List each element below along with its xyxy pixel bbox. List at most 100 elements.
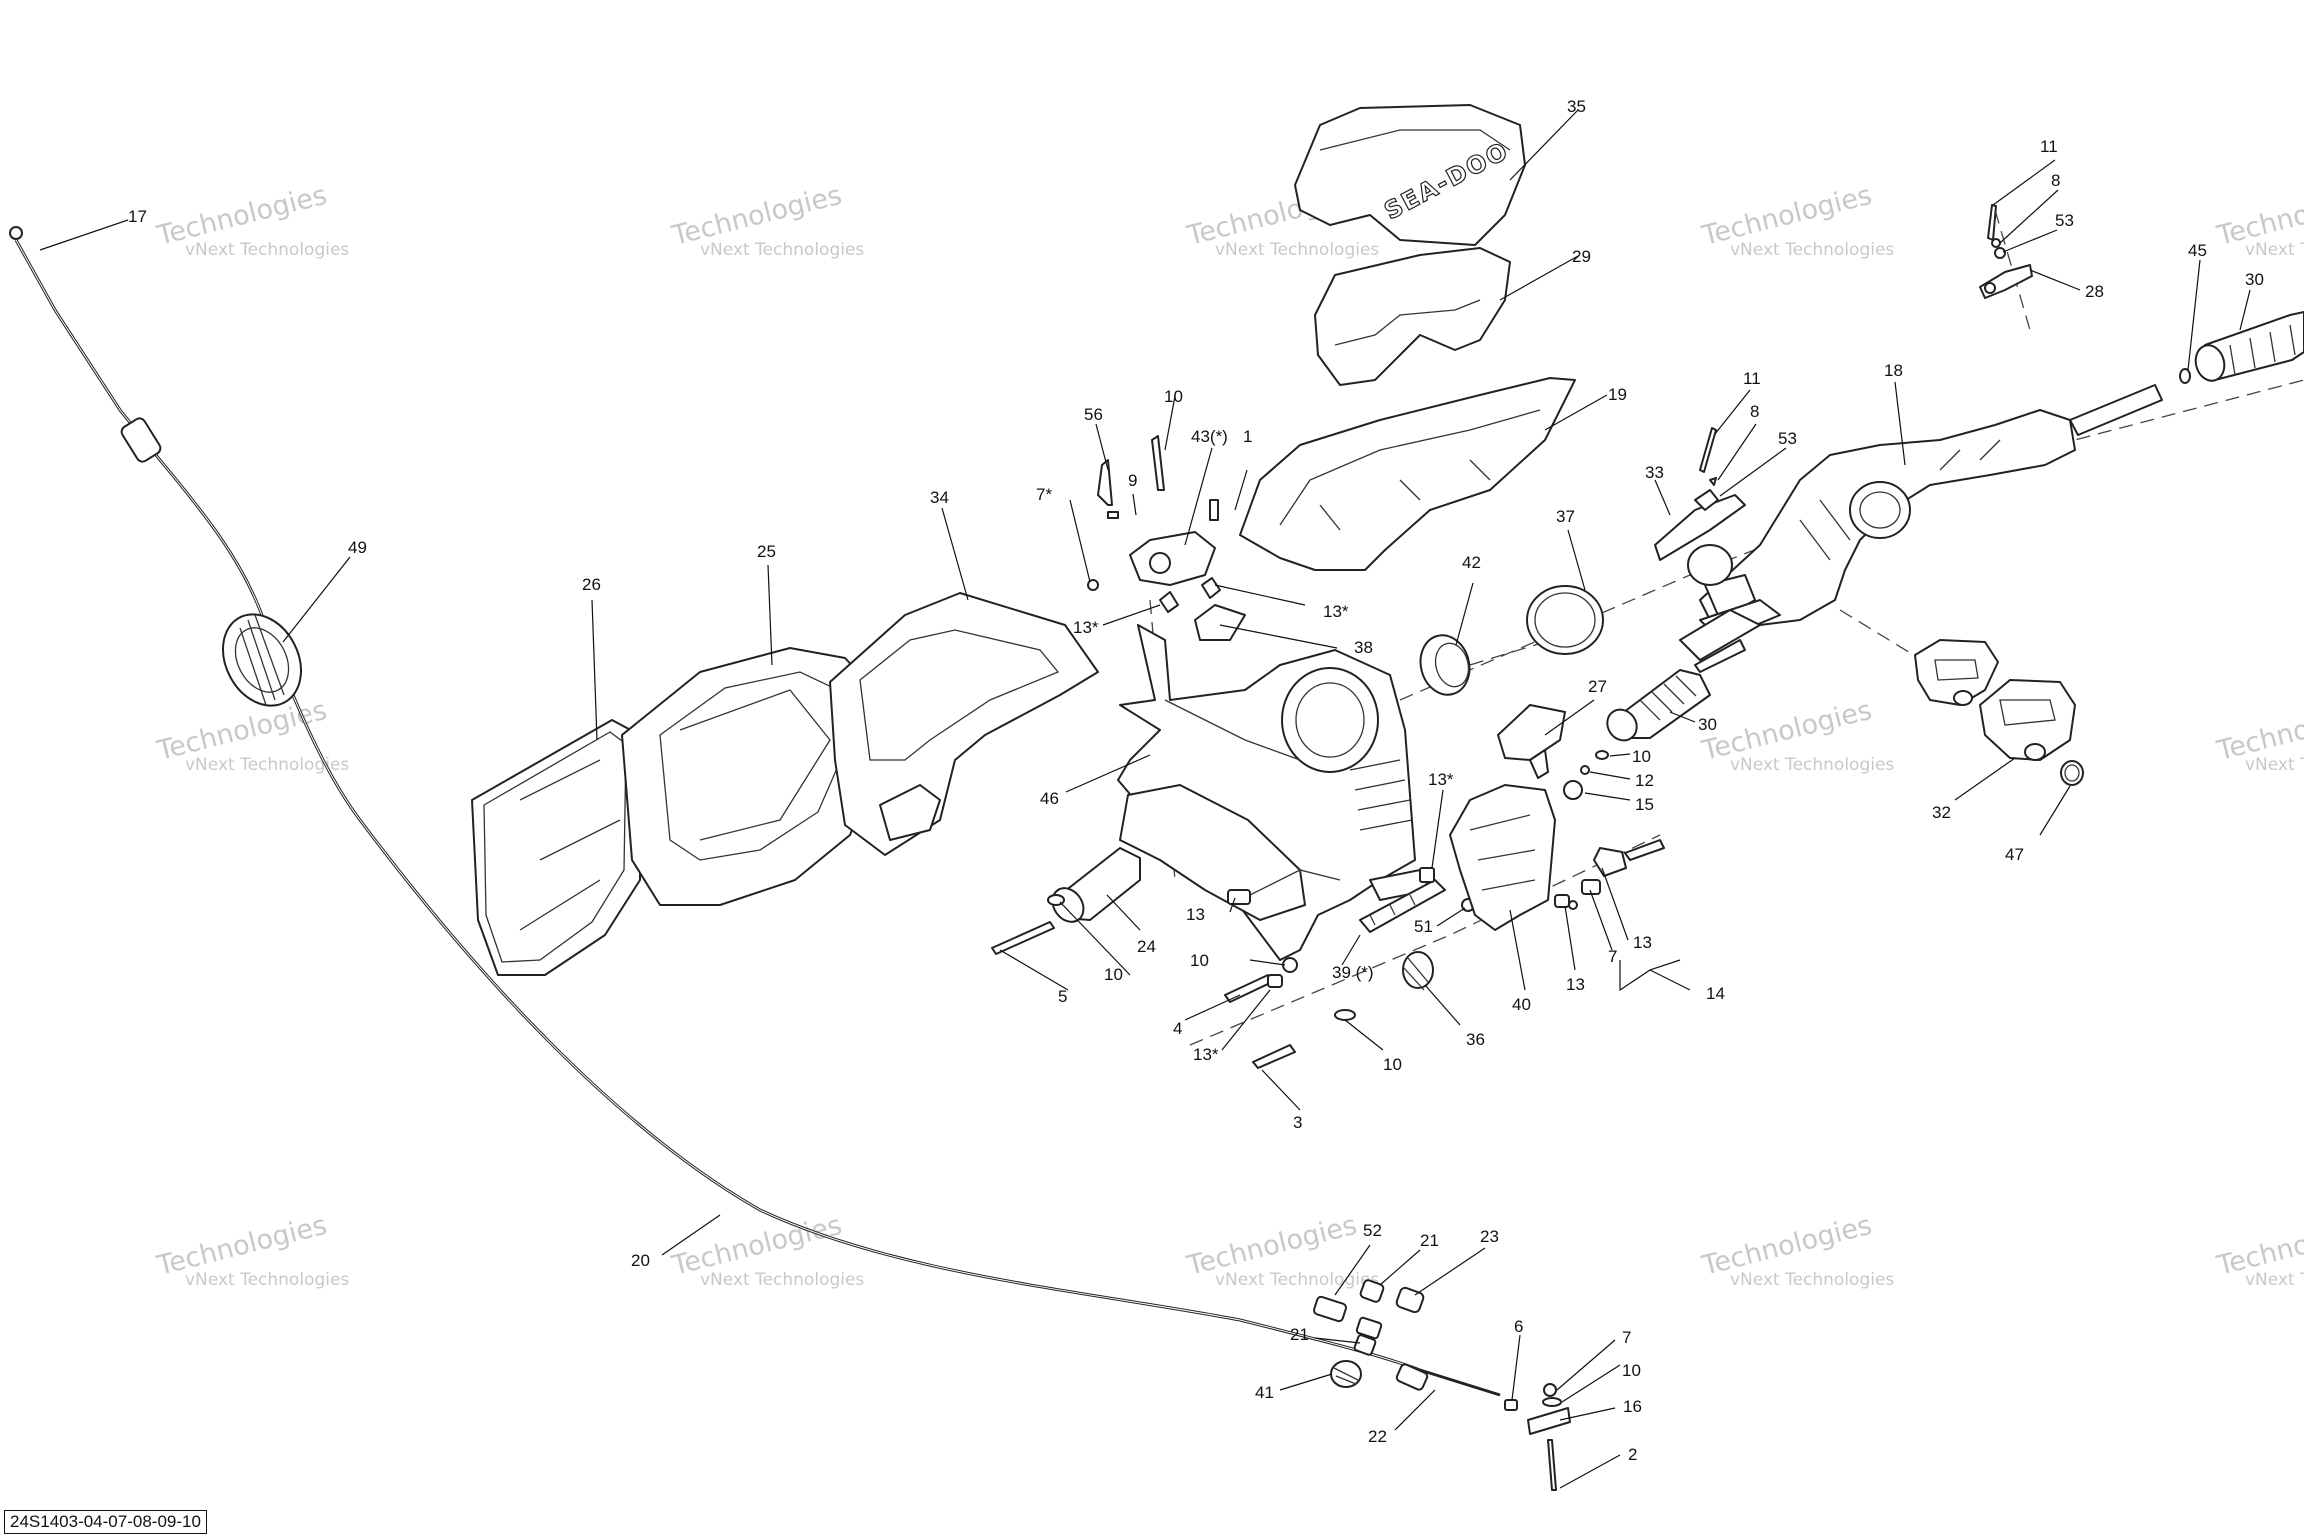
callout-label: 1 [1243,427,1252,446]
nut-7 [1543,1383,1557,1397]
watermark-small: vNext Technologies [185,240,349,260]
callout-label: 10 [1632,747,1651,766]
callout-label: 17 [128,207,147,226]
front-body-panels [471,592,1099,976]
callout-label: 13 [1633,933,1652,952]
watermark-small: vNext Technologies [1730,240,1894,260]
main-steering-housing [991,624,1475,1069]
callout-label: 35 [1567,97,1586,116]
watermark-small: vNext Technologies [2245,1270,2304,1290]
watermark-small: vNext Technologies [700,1270,864,1290]
callout-label: 53 [2055,211,2074,230]
spring-8-upper [1991,238,2001,248]
lever-33 [1654,494,1746,561]
watermark-small: vNext Technologies [1730,755,1894,775]
callout-label: 28 [2085,282,2104,301]
clip-9 [1107,511,1119,519]
callout-label: 15 [1635,795,1654,814]
callout-label: 27 [1588,677,1607,696]
callout-label: 40 [1512,995,1531,1014]
pin-11-lower [1699,427,1717,473]
screw-4 [1224,974,1273,1003]
grip-30-right [2194,311,2304,382]
cover-35: SEA-DOO [1294,104,1526,246]
callout-label: 53 [1778,429,1797,448]
callout-label: 11 [1743,369,1761,388]
watermark-small: vNext Technologies [185,755,349,775]
clip-13 [1227,889,1251,905]
callout-labels: 17 49 26 25 34 35 29 19 56 10 43(*) 1 9 … [128,97,2264,1464]
clip-53-upper [1994,247,2006,259]
bracket-43 [1129,531,1216,586]
callout-label: 18 [1884,361,1903,380]
throttle-cable-assembly [9,226,1571,1491]
grip-30-center [1606,669,1711,742]
callout-label: 7 [1622,1328,1631,1347]
callout-label: 6 [1514,1317,1523,1336]
callout-label: 30 [1698,715,1717,734]
lever-16 [1527,1407,1571,1435]
panel-26 [471,719,641,976]
switch-bracket-assembly [1449,669,1711,931]
ring-15 [1563,780,1583,800]
washer-10-d [1595,750,1609,760]
callout-label: 5 [1058,987,1067,1006]
handlebar-assembly [1654,204,2304,786]
callout-label: 33 [1645,463,1664,482]
callout-label: 49 [348,538,367,557]
nut-7-star [1087,579,1099,591]
ring-45 [2179,368,2191,384]
callout-label: 23 [1480,1227,1499,1246]
housing-bracket-assembly [1087,435,1246,641]
callout-label: 20 [631,1251,650,1270]
callout-label: 41 [1255,1383,1274,1402]
cable-end-fittings [1312,1279,1571,1491]
callout-label: 8 [1750,402,1759,421]
callout-label: 2 [1628,1445,1637,1464]
washer-10 [1542,1397,1562,1407]
upper-covers: SEA-DOO [1239,104,1576,571]
switch-44-pod [1914,639,1999,706]
callout-label: 9 [1128,471,1137,490]
watermark-small: vNext Technologies [700,240,864,260]
callout-label: 36 [1466,1030,1485,1049]
cover-29 [1314,247,1511,386]
ring-37 [1526,585,1604,655]
callout-label: 8 [2051,171,2060,190]
bracket-40 [1449,784,1556,931]
callout-label: 13* [1428,770,1454,789]
screw-10-top [1151,435,1165,491]
callout-label: 13 [1566,975,1585,994]
pin-11-upper [1987,204,1997,241]
switch-27 [1497,704,1566,761]
washer-10-c [1334,1009,1356,1021]
callout-label: 24 [1137,937,1156,956]
callout-label: 16 [1623,1397,1642,1416]
ring-42 [1419,634,1471,696]
callout-label: 10 [1164,387,1183,406]
watermark-small: vNext Technologies [1215,240,1379,260]
bracket-38 [1194,604,1246,641]
cable-adjuster [120,417,162,463]
leader-lines [39,109,2251,1489]
callout-label: 10 [1190,951,1209,970]
fitting-21-upper [1359,1279,1385,1303]
panel-25 [621,647,881,906]
callout-label: 10 [1104,965,1123,984]
fitting-21-lower [1353,1334,1377,1356]
callout-label: 22 [1368,1427,1387,1446]
screw-3 [1252,1044,1296,1069]
cover-19 [1239,377,1576,571]
grommet-49 [222,613,302,707]
pin-1 [1209,499,1219,521]
callout-label: 11 [2040,137,2058,156]
callout-label: 13 [1186,905,1205,924]
callout-label: 43(*) [1191,427,1228,446]
callout-label: 32 [1932,803,1951,822]
callout-label: 7* [1036,485,1052,504]
callout-label: 13* [1073,618,1099,637]
watermark-small: vNext Technologies [1730,1270,1894,1290]
callout-label: 47 [2005,845,2024,864]
spring-8-lower [1709,477,1717,486]
